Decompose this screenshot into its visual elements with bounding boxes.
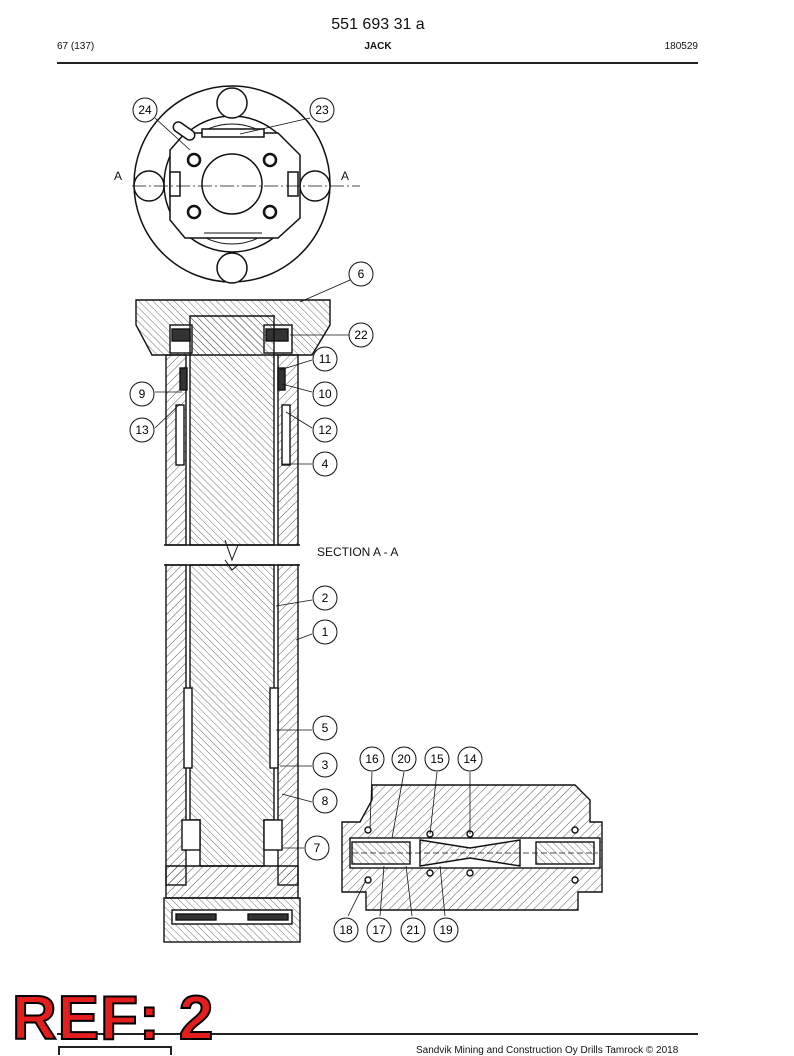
svg-text:14: 14 xyxy=(463,752,477,766)
svg-text:10: 10 xyxy=(318,387,332,401)
document-number: 551 693 31 a xyxy=(331,16,425,33)
svg-text:16: 16 xyxy=(365,752,379,766)
section-label: SECTION A - A xyxy=(317,545,399,559)
svg-text:11: 11 xyxy=(319,352,332,366)
leader-lines xyxy=(154,117,471,917)
company-logo xyxy=(58,1046,172,1055)
svg-text:6: 6 xyxy=(358,267,365,281)
svg-text:17: 17 xyxy=(372,923,386,937)
callout-24: 24 xyxy=(132,97,158,123)
callout-9: 9 xyxy=(129,381,155,407)
callout-19: 19 xyxy=(433,917,459,943)
callout-10: 10 xyxy=(312,381,338,407)
svg-text:12: 12 xyxy=(318,423,332,437)
callout-20: 20 xyxy=(391,746,417,772)
callouts: 24 23 6 22 11 9 10 13 12 4 2 1 5 3 8 7 1… xyxy=(129,97,483,943)
svg-text:20: 20 xyxy=(397,752,411,766)
callout-8: 8 xyxy=(312,788,338,814)
callout-22: 22 xyxy=(348,322,374,348)
callout-2: 2 xyxy=(312,585,338,611)
callout-11: 11 xyxy=(312,346,338,372)
svg-text:2: 2 xyxy=(322,591,329,605)
svg-text:13: 13 xyxy=(135,423,149,437)
ref-stamp: REF: 2 xyxy=(11,984,215,1053)
svg-text:7: 7 xyxy=(314,841,321,855)
svg-text:19: 19 xyxy=(439,923,453,937)
callout-16: 16 xyxy=(359,746,385,772)
svg-text:1: 1 xyxy=(322,625,329,639)
footer-rule xyxy=(57,1033,698,1035)
callout-1: 1 xyxy=(312,619,338,645)
svg-text:18: 18 xyxy=(339,923,353,937)
footer-copyright: Sandvik Mining and Construction Oy Drill… xyxy=(416,1045,679,1056)
cylinder-section xyxy=(135,299,331,943)
callout-14: 14 xyxy=(457,746,483,772)
svg-text:23: 23 xyxy=(315,103,329,117)
callout-18: 18 xyxy=(333,917,359,943)
svg-text:15: 15 xyxy=(430,752,444,766)
callout-4: 4 xyxy=(312,451,338,477)
callout-23: 23 xyxy=(309,97,335,123)
date-code: 180529 xyxy=(664,41,698,52)
section-marker-right: A xyxy=(341,169,349,183)
callout-21: 21 xyxy=(400,917,426,943)
callout-17: 17 xyxy=(366,917,392,943)
callout-6: 6 xyxy=(348,261,374,287)
callout-15: 15 xyxy=(424,746,450,772)
callout-5: 5 xyxy=(312,715,338,741)
callout-12: 12 xyxy=(312,417,338,443)
page-title: JACK xyxy=(364,41,392,52)
svg-text:24: 24 xyxy=(138,103,152,117)
callout-7: 7 xyxy=(304,835,330,861)
page-number: 67 (137) xyxy=(57,41,95,52)
callout-3: 3 xyxy=(312,752,338,778)
svg-text:5: 5 xyxy=(322,721,329,735)
svg-text:4: 4 xyxy=(322,457,329,471)
header-rule xyxy=(57,62,698,64)
svg-text:8: 8 xyxy=(322,794,329,808)
callout-13: 13 xyxy=(129,417,155,443)
svg-text:3: 3 xyxy=(322,758,329,772)
top-view xyxy=(132,85,360,284)
svg-text:21: 21 xyxy=(406,923,420,937)
section-marker-left: A xyxy=(114,169,122,183)
svg-text:9: 9 xyxy=(139,387,146,401)
svg-text:22: 22 xyxy=(354,328,368,342)
valve-section xyxy=(341,784,603,911)
